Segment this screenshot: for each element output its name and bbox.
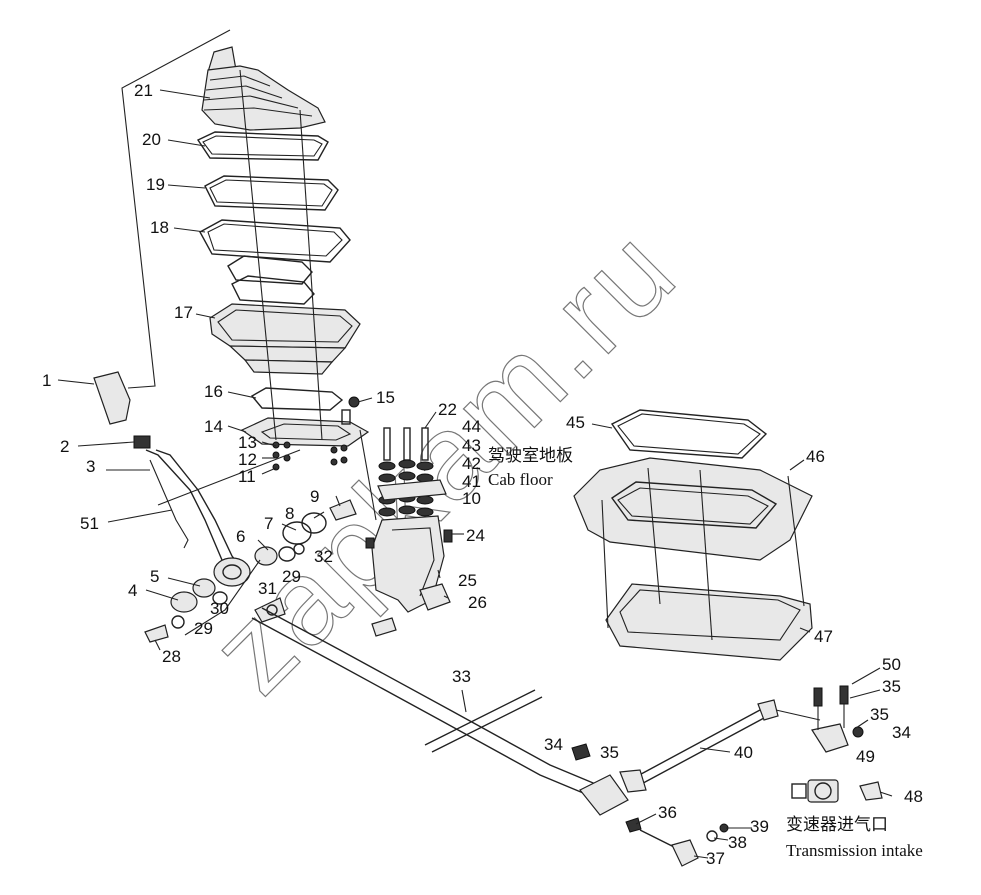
- label-18: 18: [150, 218, 169, 237]
- label-33: 33: [452, 667, 471, 686]
- label-29a: 29: [282, 567, 301, 586]
- label-50: 50: [882, 655, 901, 674]
- leader-lines: [57, 89, 893, 859]
- label-25: 25: [458, 571, 477, 590]
- label-29b: 29: [194, 619, 213, 638]
- label-42: 42: [462, 454, 481, 473]
- label-48: 48: [904, 787, 923, 806]
- floor-plate: [573, 457, 813, 561]
- label-28: 28: [162, 647, 181, 666]
- label-37: 37: [706, 849, 725, 868]
- label-9: 9: [310, 487, 319, 506]
- label-24: 24: [466, 526, 485, 545]
- rubber-boot: [201, 46, 326, 131]
- shift-rod: [251, 607, 729, 867]
- label-30: 30: [210, 599, 229, 618]
- label-5: 5: [150, 567, 159, 586]
- transmission-intake: [791, 779, 883, 803]
- caption-intake-en: Transmission intake: [786, 841, 923, 860]
- label-38: 38: [728, 833, 747, 852]
- label-15: 15: [376, 388, 395, 407]
- label-26: 26: [468, 593, 487, 612]
- part-labels: 21 20 19 18 17 1 16 15 14 13 12 11 22 44…: [42, 81, 923, 868]
- label-35c: 35: [600, 743, 619, 762]
- caption-cab-floor-en: Cab floor: [488, 470, 553, 489]
- label-20: 20: [142, 130, 161, 149]
- label-14: 14: [204, 417, 223, 436]
- label-36: 36: [658, 803, 677, 822]
- label-7: 7: [264, 514, 273, 533]
- floor-gasket-45: [610, 409, 768, 459]
- label-4: 4: [128, 581, 137, 600]
- label-45: 45: [566, 413, 585, 432]
- label-12: 12: [238, 450, 257, 469]
- label-47: 47: [814, 627, 833, 646]
- label-41: 41: [462, 472, 481, 491]
- leader-bracket: [121, 29, 231, 389]
- bracket-25: [359, 429, 453, 637]
- label-8: 8: [285, 504, 294, 523]
- label-32: 32: [314, 547, 333, 566]
- boot-frame: [196, 131, 329, 161]
- cab-floor-panel: [573, 409, 813, 661]
- bracket-49: [811, 685, 864, 753]
- shift-boot-assembly: [196, 46, 370, 471]
- seal-ring-19: [204, 175, 339, 211]
- label-44: 44: [462, 417, 481, 436]
- label-51: 51: [80, 514, 99, 533]
- label-34b: 34: [544, 735, 563, 754]
- label-39: 39: [750, 817, 769, 836]
- label-17: 17: [174, 303, 193, 322]
- label-31: 31: [258, 579, 277, 598]
- label-11: 11: [238, 467, 256, 486]
- label-19: 19: [146, 175, 165, 194]
- gasket-16: [250, 387, 344, 411]
- floor-boot-47: [605, 583, 813, 661]
- caption-intake-cn: 变速器进气口: [786, 815, 888, 835]
- mount-plate: [240, 417, 370, 447]
- label-35b: 35: [870, 705, 889, 724]
- label-22: 22: [438, 400, 457, 419]
- label-21: 21: [134, 81, 153, 100]
- label-46: 46: [806, 447, 825, 466]
- label-10: 10: [462, 489, 481, 508]
- linkage-rod-40: [619, 699, 821, 793]
- label-16: 16: [204, 382, 223, 401]
- label-2: 2: [60, 437, 69, 456]
- caption-cab-floor-cn: 驾驶室地板: [488, 446, 573, 466]
- gasket-18: [199, 219, 351, 263]
- label-13: 13: [238, 433, 257, 452]
- label-1: 1: [42, 371, 51, 390]
- label-3: 3: [86, 457, 95, 476]
- label-34a: 34: [892, 723, 911, 742]
- label-40: 40: [734, 743, 753, 762]
- bolts-11-13: [272, 441, 348, 471]
- lower-boot: [209, 303, 361, 375]
- inner-gasket: [227, 255, 313, 285]
- label-43: 43: [462, 436, 481, 455]
- label-6: 6: [236, 527, 245, 546]
- shift-lever: [93, 371, 241, 571]
- label-49: 49: [856, 747, 875, 766]
- shift-knob: [93, 371, 131, 425]
- label-35a: 35: [882, 677, 901, 696]
